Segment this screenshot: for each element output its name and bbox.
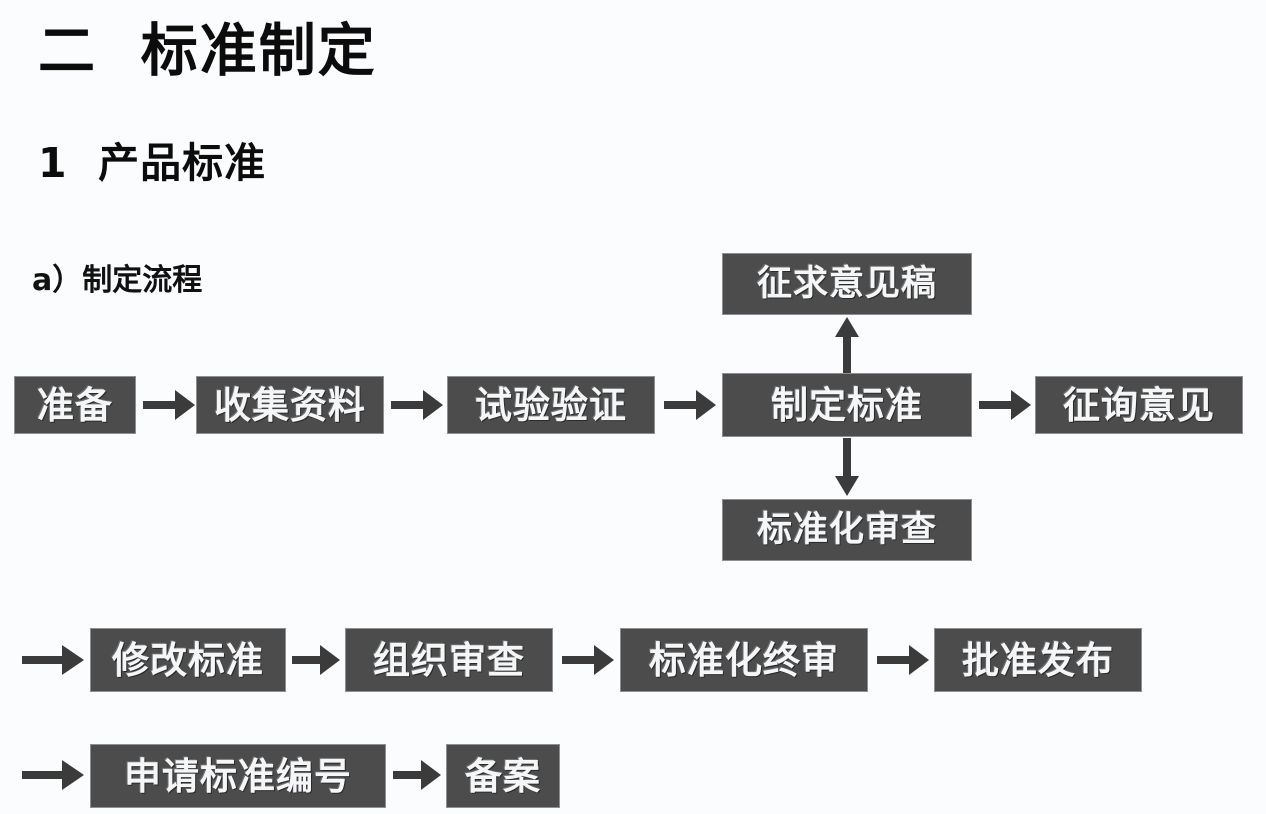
arrow-final-review-to-approve bbox=[877, 645, 929, 675]
subsection-heading: a）制定流程 bbox=[32, 263, 203, 298]
flow-node-collect[interactable]: 收集资料 bbox=[196, 376, 384, 434]
arrow-org-review-to-final-review bbox=[562, 645, 614, 675]
flow-node-comment-draft[interactable]: 征求意见稿 bbox=[722, 253, 972, 315]
arrow-continue-to-apply-number bbox=[22, 760, 84, 790]
flow-node-revise[interactable]: 修改标准 bbox=[90, 628, 286, 692]
arrow-collect-to-test bbox=[391, 390, 443, 420]
arrow-down-draft-to-std-review bbox=[832, 438, 862, 496]
arrow-up-draft-to-comment-draft bbox=[832, 317, 862, 373]
flow-node-draft[interactable]: 制定标准 bbox=[722, 373, 972, 437]
flow-node-record[interactable]: 备案 bbox=[446, 744, 560, 808]
flow-node-org-review[interactable]: 组织审查 bbox=[345, 628, 553, 692]
arrow-apply-number-to-record bbox=[393, 760, 441, 790]
flow-node-consult[interactable]: 征询意见 bbox=[1035, 376, 1243, 434]
arrow-revise-to-org-review bbox=[292, 645, 340, 675]
arrow-prepare-to-collect bbox=[143, 390, 195, 420]
arrow-test-to-draft bbox=[664, 390, 716, 420]
section-heading: 1 产品标准 bbox=[38, 139, 267, 187]
flow-node-test[interactable]: 试验验证 bbox=[447, 376, 655, 434]
flow-node-final-review[interactable]: 标准化终审 bbox=[620, 628, 868, 692]
page-title: 二 标准制定 bbox=[38, 18, 377, 84]
flow-node-approve[interactable]: 批准发布 bbox=[934, 628, 1142, 692]
arrow-draft-to-consult bbox=[979, 390, 1031, 420]
flow-node-apply-number[interactable]: 申请标准编号 bbox=[90, 744, 386, 808]
flow-node-std-review[interactable]: 标准化审查 bbox=[722, 499, 972, 561]
arrow-continue-to-revise bbox=[22, 645, 84, 675]
flow-node-prepare[interactable]: 准备 bbox=[14, 376, 136, 434]
